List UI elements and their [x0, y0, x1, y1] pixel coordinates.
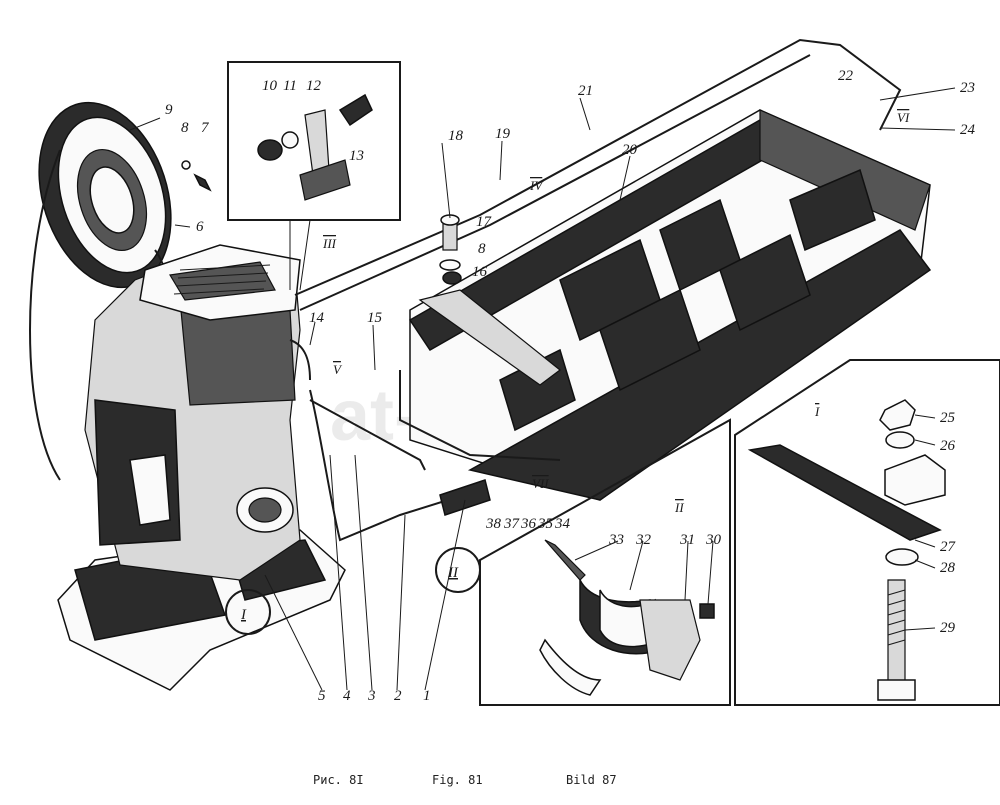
leader-lines [129, 87, 956, 691]
roman-vi: VI [897, 110, 910, 125]
detail-inset-bracket [227, 61, 401, 291]
circle-marker-i: I [225, 589, 271, 635]
roman-i-detail: I [814, 404, 820, 419]
callout-24: 24 [960, 122, 976, 138]
callout-38: 38 [485, 516, 502, 532]
callout-16: 16 [472, 264, 488, 280]
roman-vii: VII [532, 476, 549, 491]
detail-box-ii [479, 418, 731, 706]
callout-17: 17 [476, 214, 493, 230]
svg-text:I: I [240, 607, 247, 623]
callout-15: 15 [367, 310, 383, 326]
roman-labels: III IV V VI VII II I [322, 110, 910, 515]
compressor-body [84, 254, 301, 581]
callout-26: 26 [940, 438, 956, 454]
callout-33: 33 [608, 532, 624, 548]
svg-text:II: II [447, 565, 459, 581]
callout-35: 35 [537, 516, 554, 532]
roman-v: V [333, 362, 343, 377]
callout-13: 13 [349, 148, 364, 164]
callout-10: 10 [262, 78, 278, 94]
roman-iii: III [322, 236, 337, 251]
callout-29: 29 [940, 620, 956, 636]
fan-housing [139, 244, 301, 321]
caption-russian: Рис. 8I [313, 773, 364, 787]
callout-27: 27 [940, 539, 957, 555]
caption-german: Bild 87 [566, 773, 617, 787]
callout-6: 6 [196, 219, 204, 235]
callout-32: 32 [635, 532, 652, 548]
callout-11: 11 [283, 78, 297, 94]
cooler-assembly [408, 109, 932, 501]
callout-4: 4 [343, 688, 351, 704]
callout-1: 1 [423, 688, 431, 704]
callout-25: 25 [940, 410, 956, 426]
detail-box-i [734, 359, 1000, 706]
callout-21: 21 [578, 83, 593, 99]
callout-12: 12 [306, 78, 322, 94]
callout-30: 30 [705, 532, 722, 548]
callout-37: 37 [503, 516, 521, 532]
callout-labels: 1 2 3 4 5 6 7 8 9 10 11 12 13 14 15 16 1… [165, 68, 976, 704]
callout-31: 31 [679, 532, 695, 548]
circle-marker-ii: II [435, 547, 481, 593]
callout-2: 2 [394, 688, 402, 704]
roman-ii-detail: II [674, 500, 684, 515]
callout-8b: 8 [478, 241, 486, 257]
callout-23: 23 [960, 80, 975, 96]
flywheel-pulley [38, 101, 172, 289]
callout-7: 7 [201, 120, 210, 136]
callout-18: 18 [448, 128, 464, 144]
callout-28: 28 [940, 560, 956, 576]
roman-iv: IV [529, 178, 544, 193]
callout-9: 9 [165, 102, 173, 118]
callout-34: 34 [554, 516, 571, 532]
callout-5: 5 [318, 688, 326, 704]
callout-8a: 8 [181, 120, 189, 136]
callout-19: 19 [495, 126, 511, 142]
callout-22: 22 [838, 68, 854, 84]
caption-english: Fig. 81 [432, 773, 483, 787]
small-fasteners [181, 160, 491, 516]
callout-36: 36 [520, 516, 537, 532]
callout-3: 3 [367, 688, 376, 704]
callout-14: 14 [309, 310, 325, 326]
callout-20: 20 [622, 142, 638, 158]
